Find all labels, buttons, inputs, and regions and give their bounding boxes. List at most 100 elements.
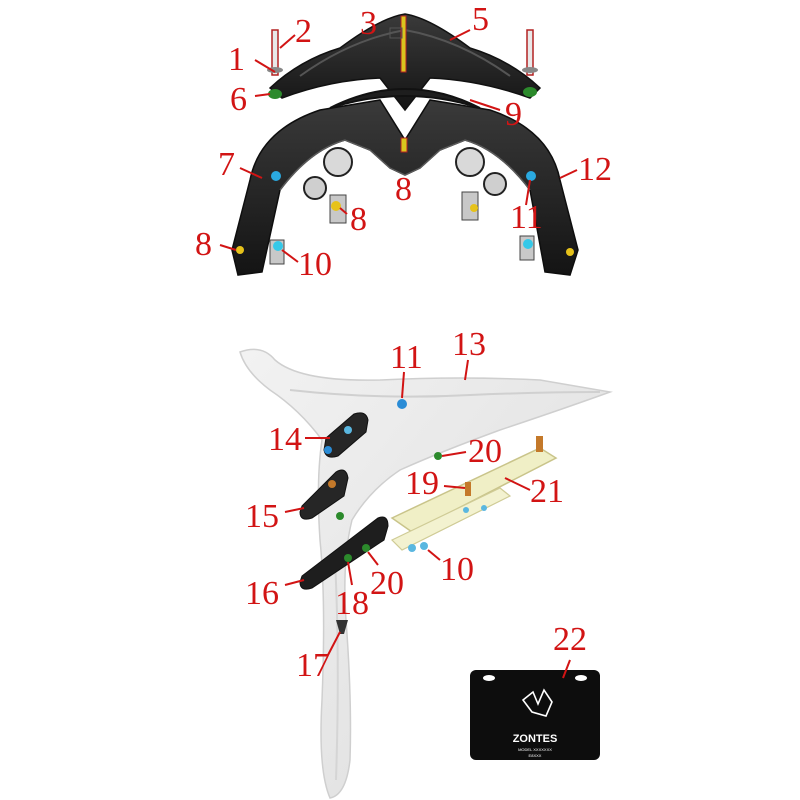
bracket-14-nut <box>324 446 332 454</box>
mount-tab-right <box>461 191 479 221</box>
callout-2: 2 <box>295 13 312 50</box>
callout-12: 12 <box>578 151 612 188</box>
lamp-hole-left <box>323 147 353 177</box>
rail-post <box>536 436 543 452</box>
leader-7 <box>239 167 263 179</box>
clip-yellow-right <box>470 204 478 212</box>
callout-8-left: 8 <box>350 201 367 238</box>
center-screw-head <box>389 27 403 39</box>
nut-rail-b <box>481 505 487 511</box>
bracket-16-nut <box>344 554 352 562</box>
callout-20-upper: 20 <box>468 433 502 470</box>
leader-1 <box>254 59 276 73</box>
bracket-inner-shadow <box>279 139 531 191</box>
bracket-15 <box>299 469 349 520</box>
leader-12 <box>559 169 578 179</box>
screw-left <box>271 29 279 76</box>
callout-22: 22 <box>553 621 587 658</box>
bracket-15-nut <box>336 512 344 520</box>
center-screw <box>400 15 407 73</box>
nut-11-lower <box>397 399 407 409</box>
clip-yellow-far-left <box>236 246 244 254</box>
leader-11a <box>525 179 531 206</box>
callout-18: 18 <box>335 585 369 622</box>
bracket-16 <box>299 516 389 590</box>
fairing-crease <box>289 389 601 398</box>
callout-6: 6 <box>230 81 247 118</box>
leader-2 <box>279 34 296 49</box>
callout-8-far-left: 8 <box>195 226 212 263</box>
leader-10b <box>427 549 441 561</box>
callout-8-center: 8 <box>395 171 412 208</box>
nut-cyan-lower-left <box>273 241 283 251</box>
nut-cyan-lower-right <box>523 239 533 249</box>
leader-8a <box>339 207 348 215</box>
bracket-14-bolt <box>344 426 352 434</box>
leader-20b <box>367 551 379 566</box>
upper-bracket-assembly <box>231 13 579 276</box>
bracket-15-bolt <box>328 480 336 488</box>
leader-18 <box>347 561 353 586</box>
clip-yellow-left <box>331 201 341 211</box>
fairing-crease-2 <box>334 559 339 781</box>
plate-line-2: E8XXX <box>529 753 542 758</box>
nut-blue-left <box>271 171 281 181</box>
callout-17: 17 <box>296 647 330 684</box>
callout-5: 5 <box>472 1 489 38</box>
callout-21: 21 <box>530 473 564 510</box>
leader-5 <box>449 29 471 41</box>
plate-brand: ZONTES <box>513 733 558 745</box>
leader-21 <box>504 477 531 491</box>
clip-yellow-far-right <box>566 248 574 256</box>
grommet-20-upper <box>434 452 442 460</box>
screw-17 <box>336 620 348 634</box>
leader-16 <box>284 579 305 586</box>
washer-right <box>522 67 538 73</box>
lamp-hole-left-2 <box>303 176 327 200</box>
bracket-14 <box>323 412 369 458</box>
callout-19: 19 <box>405 465 439 502</box>
leader-19 <box>443 485 466 489</box>
callout-10-top: 10 <box>298 246 332 283</box>
plate-body <box>470 670 600 760</box>
leader-13 <box>464 359 469 381</box>
callout-15: 15 <box>245 498 279 535</box>
nut-blue-right <box>526 171 536 181</box>
lamp-hole-right <box>455 147 485 177</box>
bolt-19 <box>465 482 471 496</box>
leader-15 <box>284 507 305 513</box>
leader-11b <box>401 371 405 399</box>
nut-rail-a <box>463 507 469 513</box>
leader-20a <box>441 451 467 457</box>
plate-hole-left <box>483 675 495 681</box>
callout-9: 9 <box>505 96 522 133</box>
leader-9 <box>469 99 501 111</box>
clip-center <box>400 137 408 153</box>
leader-17 <box>327 631 341 656</box>
callout-7: 7 <box>218 146 235 183</box>
bracket-16-nut-2 <box>362 544 370 552</box>
callout-11-top: 11 <box>510 199 543 236</box>
nameplate: ZONTES MODEL XXXXXXX E8XXX <box>470 670 600 760</box>
rail-bracket-lower <box>390 487 512 551</box>
leader-22 <box>562 659 571 679</box>
leader-10a <box>281 249 299 263</box>
nut-10-lower-b <box>420 542 428 550</box>
callout-3: 3 <box>360 5 377 42</box>
plate-logo-mark <box>521 688 553 717</box>
callout-10-bottom: 10 <box>440 551 474 588</box>
callout-14: 14 <box>268 421 302 458</box>
callout-1: 1 <box>228 41 245 78</box>
screw-right <box>526 29 534 76</box>
callout-16: 16 <box>245 575 279 612</box>
leader-8c <box>219 244 237 251</box>
callout-13: 13 <box>452 326 486 363</box>
side-fairing-assembly <box>239 348 613 799</box>
lamp-hole-right-2 <box>483 172 507 196</box>
nut-10-lower-a <box>408 544 416 552</box>
plate-line-1: MODEL XXXXXXX <box>518 747 552 752</box>
rail-bracket <box>390 447 558 533</box>
callout-11-bottom: 11 <box>390 339 423 376</box>
callout-labels: 1 2 3 5 6 9 7 12 8 8 8 11 10 11 13 14 20… <box>195 1 612 684</box>
